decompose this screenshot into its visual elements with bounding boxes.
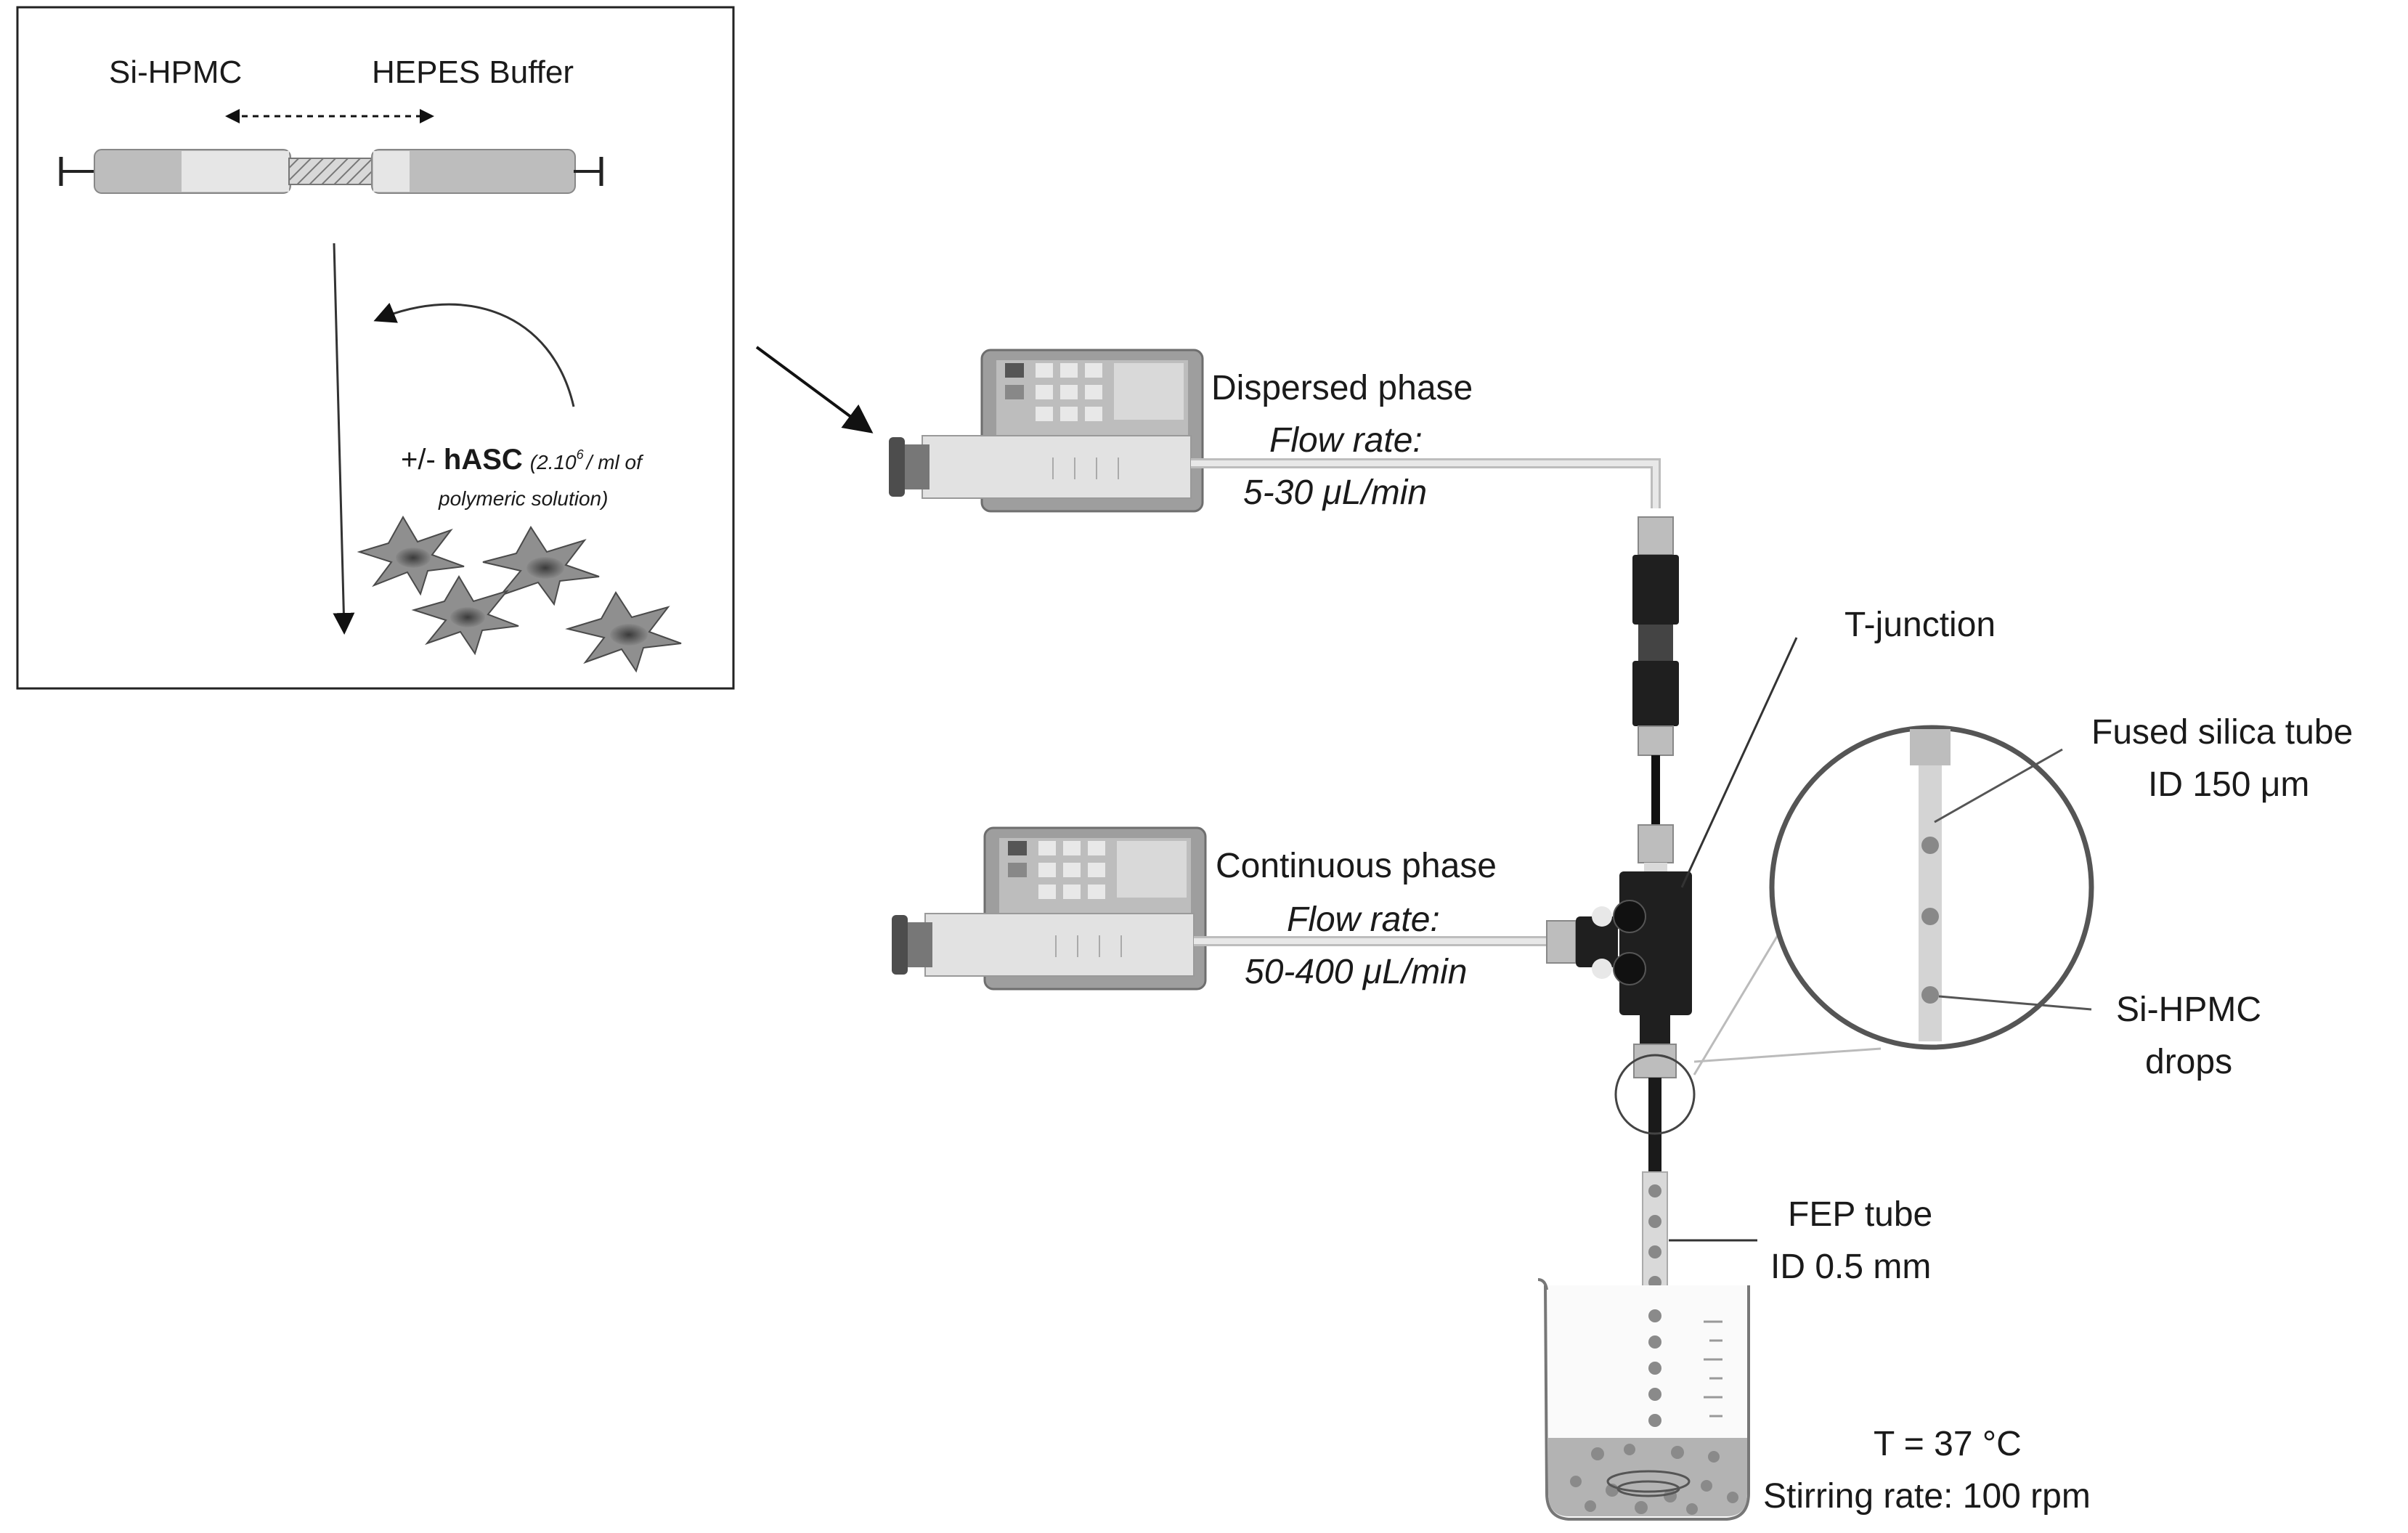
zoom-drop-2 bbox=[1921, 908, 1939, 925]
zoom-drop-1 bbox=[1921, 837, 1939, 854]
mixing-down-arrow bbox=[333, 243, 355, 635]
zoom-connector-bottom bbox=[1693, 1047, 1882, 1063]
cells-name: hASC bbox=[444, 444, 523, 476]
dispersed-syringe-pump bbox=[889, 349, 1204, 513]
cells-prefix: +/- bbox=[401, 444, 444, 476]
hasc-cells-label: +/- hASC (2.106/ ml of bbox=[401, 444, 644, 476]
drops-leader-line bbox=[1938, 995, 2092, 1011]
cells-conc-sup: 6 bbox=[577, 447, 585, 462]
continuous-flow-rate-value: 50-400 μL/min bbox=[1245, 953, 1467, 991]
t-junction-label: T-junction bbox=[1844, 606, 1996, 644]
stem-cell-3 bbox=[411, 575, 519, 656]
stir-bar-icon bbox=[1606, 1470, 1691, 1493]
zoom-source-circle bbox=[1614, 1054, 1696, 1135]
stem-cell-1 bbox=[357, 515, 465, 596]
continuous-flow-rate-label: Flow rate: bbox=[1287, 900, 1440, 939]
fused-silica-id-label: ID 150 μm bbox=[2148, 765, 2309, 804]
fused-silica-label: Fused silica tube bbox=[2091, 713, 2353, 752]
arrow-left-icon bbox=[225, 109, 240, 123]
t-junction-connector bbox=[1546, 871, 1692, 1078]
dispersed-phase-label: Dispersed phase bbox=[1211, 369, 1473, 407]
hepes-buffer-syringe-label: HEPES Buffer bbox=[372, 54, 574, 90]
cells-concentration-line2: polymeric solution) bbox=[438, 487, 608, 510]
si-hpmc-drops-label: Si-HPMC bbox=[2116, 991, 2261, 1029]
stem-cell-4 bbox=[565, 591, 682, 673]
inset-panel: Si-HPMC HEPES Buffer +/- hASC (2.106/ ml … bbox=[16, 6, 735, 690]
cells-conc-a: (2.10 bbox=[530, 451, 577, 473]
continuous-syringe-pump bbox=[892, 826, 1207, 991]
t-junction-leader-line bbox=[1680, 637, 1798, 888]
fitting-column bbox=[1632, 516, 1679, 886]
cell-addition-curved-arrow bbox=[373, 302, 575, 407]
fep-tube-label: FEP tube bbox=[1788, 1195, 1932, 1234]
fep-tube-id-label: ID 0.5 mm bbox=[1770, 1248, 1931, 1286]
dual-syringe-icon bbox=[59, 149, 603, 194]
zoom-drop-3 bbox=[1921, 986, 1939, 1004]
dispersed-flow-rate-value: 5-30 μL/min bbox=[1243, 473, 1427, 512]
stirring-rate-label: Stirring rate: 100 rpm bbox=[1763, 1477, 2091, 1516]
cells-conc-b: / ml of bbox=[585, 451, 644, 473]
inset-to-pump-arrow bbox=[755, 346, 874, 434]
stem-cells-icon bbox=[357, 515, 682, 673]
temperature-label: T = 37 °C bbox=[1874, 1425, 2022, 1463]
si-hpmc-syringe-label: Si-HPMC bbox=[109, 54, 242, 90]
zoom-detail-circle bbox=[1769, 725, 2094, 1050]
inset-border bbox=[16, 6, 735, 690]
continuous-phase-label: Continuous phase bbox=[1216, 847, 1497, 885]
drops-label-line2: drops bbox=[2145, 1043, 2232, 1081]
beaker bbox=[1537, 1278, 1750, 1521]
dispersed-tubing-inner bbox=[1191, 460, 1659, 508]
arrow-right-icon bbox=[420, 109, 434, 123]
dispersed-flow-rate-label: Flow rate: bbox=[1269, 421, 1423, 460]
silica-leader-line bbox=[1934, 748, 2063, 824]
